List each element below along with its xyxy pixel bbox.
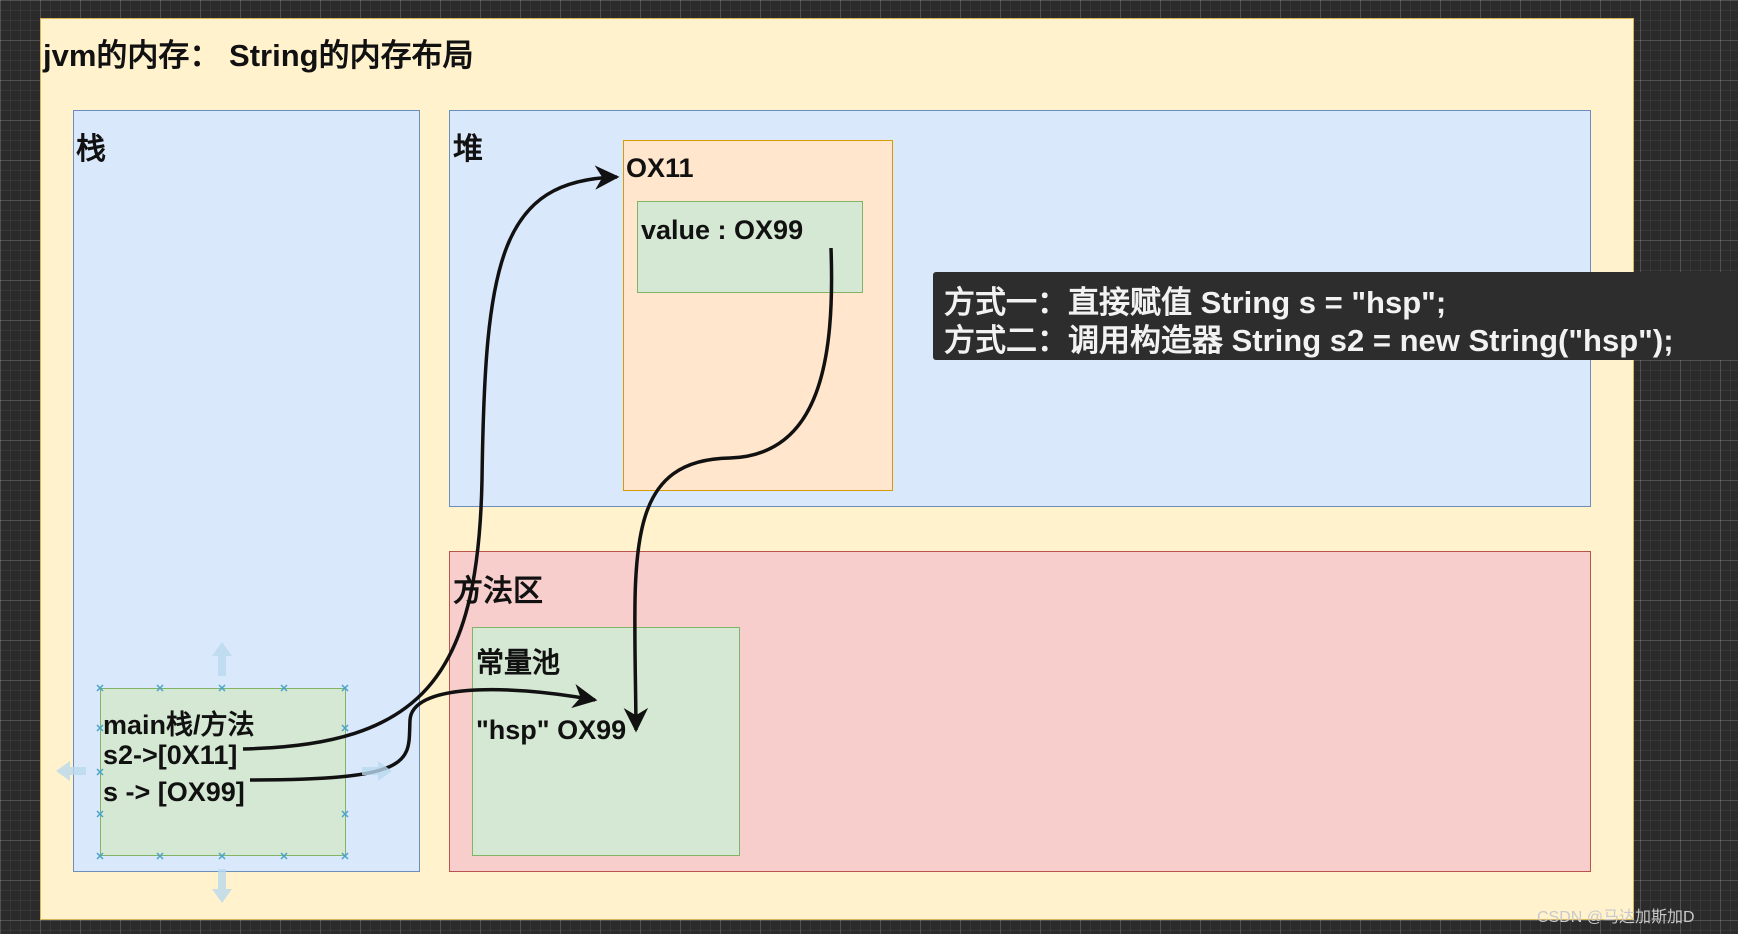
heap-label: 堆	[453, 133, 483, 166]
heap-string-object[interactable]	[623, 140, 893, 491]
drag-arrow-up-icon	[212, 642, 232, 676]
drag-arrow-down-icon	[212, 869, 232, 903]
stack-label: 栈	[76, 133, 106, 166]
drag-arrows[interactable]	[56, 642, 392, 903]
watermark: CSDN @马达加斯加D	[1537, 909, 1695, 926]
note-line-1: 方式一：直接赋值 String s = "hsp";	[944, 285, 1447, 320]
drag-arrow-left-icon	[56, 761, 86, 781]
frame-title: main栈/方法	[103, 710, 255, 740]
value-field-box[interactable]	[637, 201, 863, 293]
note-line-2: 方式二：调用构造器 String s2 = new String("hsp");	[944, 323, 1674, 358]
constant-pool-label: 常量池	[476, 647, 561, 678]
diagram-title: jvm的内存： String的内存布局	[43, 38, 474, 73]
arrow-value-to-pool-entry	[623, 247, 834, 733]
object-address: OX11	[626, 153, 694, 183]
selection-handles[interactable]	[96, 684, 349, 860]
drag-arrow-right-icon	[362, 761, 392, 781]
frame-var-s: s -> [OX99]	[103, 777, 245, 807]
arrow-s-to-pool-entry	[249, 684, 598, 782]
main-stack-frame[interactable]	[100, 688, 346, 856]
frame-var-s2: s2->[0X11]	[103, 740, 238, 770]
pool-entry-hsp: "hsp" OX99	[476, 715, 627, 745]
value-field-label: value : OX99	[641, 215, 804, 245]
code-note	[933, 272, 1738, 360]
arrow-s2-to-heap-object	[242, 165, 620, 751]
constant-pool-box[interactable]	[472, 627, 740, 856]
